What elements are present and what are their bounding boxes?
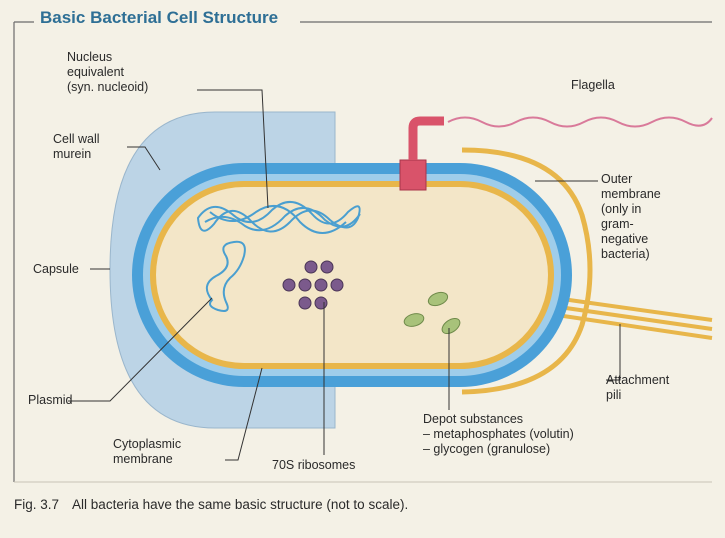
label-line: – metaphosphates (volutin): [423, 427, 574, 442]
label-line: membrane: [113, 452, 181, 467]
label-line: (syn. nucleoid): [67, 80, 148, 95]
label-line: gram-: [601, 217, 661, 232]
label-outer-membrane: Outer membrane (only in gram- negative b…: [601, 172, 661, 262]
label-line: Attachment: [606, 373, 669, 388]
diagram-title: Basic Bacterial Cell Structure: [36, 8, 282, 28]
label-ribosomes: 70S ribosomes: [272, 458, 355, 473]
label-line: Nucleus: [67, 50, 148, 65]
label-line: (only in: [601, 202, 661, 217]
cytoplasm: [156, 187, 548, 363]
label-capsule: Capsule: [33, 262, 79, 277]
label-flagella: Flagella: [571, 78, 615, 93]
label-line: – glycogen (granulose): [423, 442, 574, 457]
label-attachment-pili: Attachment pili: [606, 373, 669, 403]
label-line: pili: [606, 388, 669, 403]
label-line: Depot substances: [423, 412, 574, 427]
label-line: bacteria): [601, 247, 661, 262]
label-line: murein: [53, 147, 100, 162]
label-nucleus-equivalent: Nucleus equivalent (syn. nucleoid): [67, 50, 148, 95]
label-line: Outer: [601, 172, 661, 187]
label-cytoplasmic-membrane: Cytoplasmic membrane: [113, 437, 181, 467]
label-line: Cell wall: [53, 132, 100, 147]
label-line: equivalent: [67, 65, 148, 80]
caption-text: All bacteria have the same basic structu…: [72, 497, 408, 512]
label-line: Cytoplasmic: [113, 437, 181, 452]
label-line: membrane: [601, 187, 661, 202]
label-depot-substances: Depot substances – metaphosphates (volut…: [423, 412, 574, 457]
label-plasmid: Plasmid: [28, 393, 72, 408]
label-line: negative: [601, 232, 661, 247]
caption-number: Fig. 3.7: [14, 497, 59, 512]
attachment-pili: [550, 298, 712, 338]
flagellum: [448, 118, 712, 127]
label-cell-wall: Cell wall murein: [53, 132, 100, 162]
figure-caption: Fig. 3.7 All bacteria have the same basi…: [14, 497, 408, 512]
